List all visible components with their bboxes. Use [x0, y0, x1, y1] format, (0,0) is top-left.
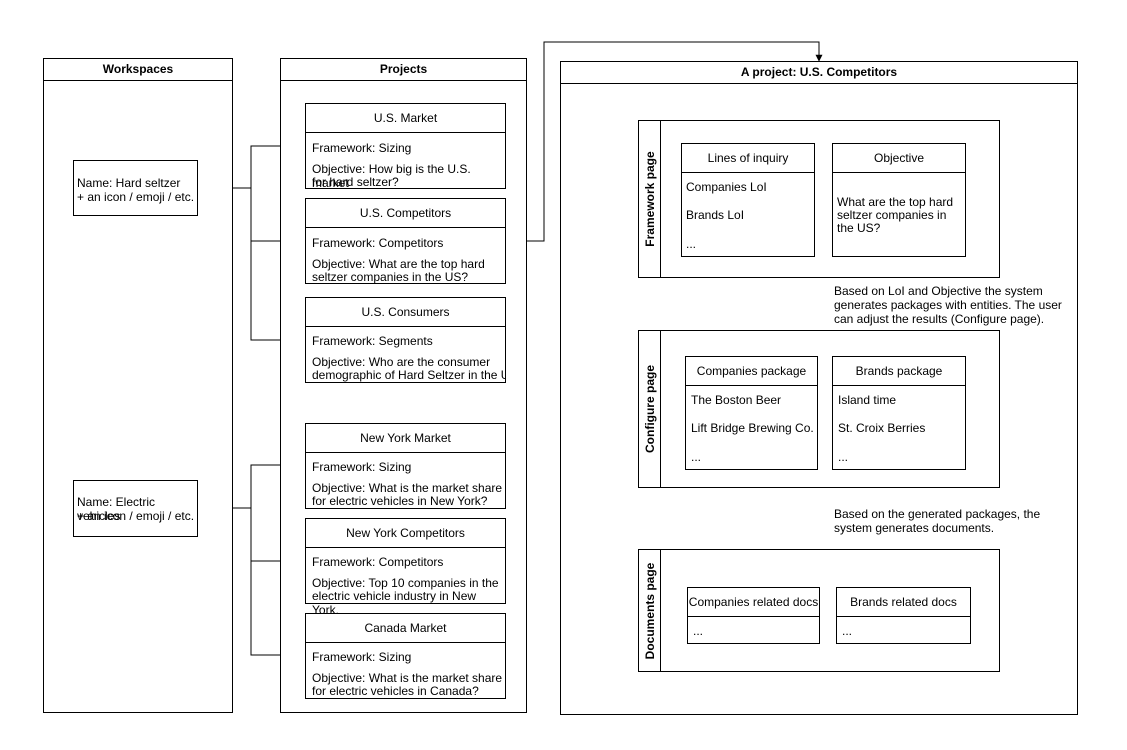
- project-framework: Framework: Segments: [312, 334, 433, 348]
- workspaces-column: Workspaces: [43, 58, 233, 713]
- workspace-name: Name: Hard seltzer: [77, 176, 181, 190]
- brands-docs-box[interactable]: Brands related docs ...: [836, 587, 971, 644]
- loi-item: ...: [686, 237, 697, 251]
- project-card-new-york-competitors[interactable]: New York Competitors Framework: Competit…: [305, 518, 506, 617]
- package-item: The Boston Beer: [691, 393, 782, 407]
- documents-page-label-cell: Documents page: [639, 550, 661, 671]
- loi-title: Lines of inquiry: [682, 144, 814, 173]
- brands-docs-title: Brands related docs: [837, 588, 970, 617]
- project-framework: Framework: Sizing: [312, 460, 412, 474]
- project-card-us-market[interactable]: U.S. Market Framework: Sizing Objective:…: [305, 103, 506, 190]
- docs-body: ...: [842, 624, 853, 638]
- objective-title: Objective: [833, 144, 965, 173]
- project-objective-line: demographic of Hard Seltzer in the US: [312, 368, 506, 382]
- configure-page-label: Configure page: [642, 364, 657, 454]
- brands-package-box[interactable]: Brands package Island time St. Croix Ber…: [832, 356, 966, 470]
- project-card-us-competitors[interactable]: U.S. Competitors Framework: Competitors …: [305, 198, 506, 284]
- workspace-icon-note: + an icon / emoji / etc.: [77, 190, 195, 204]
- package-item: ...: [691, 450, 702, 464]
- project-title: Canada Market: [306, 614, 505, 643]
- package-item: Lift Bridge Brewing Co.: [691, 421, 814, 435]
- documents-page-label: Documents page: [642, 562, 657, 659]
- project-framework: Framework: Sizing: [312, 650, 412, 664]
- project-title: U.S. Consumers: [306, 298, 505, 327]
- brands-package-title: Brands package: [833, 357, 965, 386]
- companies-package-title: Companies package: [686, 357, 817, 386]
- project-title: U.S. Competitors: [306, 199, 505, 228]
- workspace-hard-seltzer[interactable]: Name: Hard seltzer + an icon / emoji / e…: [73, 160, 198, 216]
- project-objective-line: for electric vehicles in Canada?: [312, 684, 479, 698]
- project-objective-line: for electric vehicles in New York?: [312, 494, 488, 508]
- objective-line: What are the top hard: [837, 195, 954, 209]
- project-title: U.S. Market: [306, 104, 505, 133]
- note-packages-line: Based on LoI and Objective the system: [834, 284, 1043, 298]
- loi-item: Brands LoI: [686, 208, 745, 222]
- note-documents-line: Based on the generated packages, the: [834, 507, 1041, 521]
- loi-item: Companies LoI: [686, 180, 767, 194]
- project-card-canada-market[interactable]: Canada Market Framework: Sizing Objectiv…: [305, 613, 506, 699]
- docs-body: ...: [693, 624, 704, 638]
- project-objective-line: seltzer companies in the US?: [312, 270, 469, 284]
- workspace-name: Name: Electric vehicles: [77, 495, 156, 523]
- project-framework: Framework: Competitors: [312, 555, 444, 569]
- project-framework: Framework: Sizing: [312, 141, 412, 155]
- package-item: St. Croix Berries: [838, 421, 926, 435]
- workspace-electric-vehicles[interactable]: Name: Electric vehicles + an icon / emoj…: [73, 480, 198, 537]
- configure-page-label-cell: Configure page: [639, 331, 661, 487]
- project-title: New York Competitors: [306, 519, 505, 548]
- project-objective-line: Objective: How big is the U.S. market: [312, 162, 471, 190]
- companies-docs-box[interactable]: Companies related docs ...: [687, 587, 820, 644]
- objective-line: the US?: [837, 221, 881, 235]
- framework-page-label: Framework page: [642, 151, 657, 247]
- objective-box[interactable]: Objective What are the top hard seltzer …: [832, 143, 966, 257]
- workspaces-title: Workspaces: [44, 59, 232, 81]
- lines-of-inquiry-box[interactable]: Lines of inquiry Companies LoI Brands Lo…: [681, 143, 815, 257]
- project-title: New York Market: [306, 424, 505, 453]
- companies-package-box[interactable]: Companies package The Boston Beer Lift B…: [685, 356, 818, 470]
- project-card-new-york-market[interactable]: New York Market Framework: Sizing Object…: [305, 423, 506, 509]
- package-item: Island time: [838, 393, 897, 407]
- project-objective-line: Objective: Top 10 companies in the: [312, 576, 499, 590]
- project-objective-line: Objective: What is the market share: [312, 671, 503, 685]
- project-framework: Framework: Competitors: [312, 236, 444, 250]
- note-packages-line: generates packages with entities. The us…: [834, 298, 1062, 312]
- objective-line: seltzer companies in: [837, 208, 947, 222]
- note-packages-line: can adjust the results (Configure page).: [834, 312, 1045, 326]
- project-card-us-consumers[interactable]: U.S. Consumers Framework: Segments Objec…: [305, 297, 506, 383]
- framework-page-label-cell: Framework page: [639, 121, 661, 277]
- project-detail-title: A project: U.S. Competitors: [561, 62, 1077, 84]
- note-documents-line: system generates documents.: [834, 521, 995, 535]
- projects-title: Projects: [281, 59, 526, 81]
- project-objective-line: Objective: Who are the consumer: [312, 355, 491, 369]
- project-objective-line: Objective: What are the top hard: [312, 257, 485, 271]
- package-item: ...: [838, 450, 849, 464]
- workspace-icon-note: + an icon / emoji / etc.: [77, 509, 195, 523]
- project-objective-line: Objective: What is the market share: [312, 481, 503, 495]
- companies-docs-title: Companies related docs: [688, 588, 819, 617]
- project-objective-line: for hard seltzer?: [312, 175, 399, 189]
